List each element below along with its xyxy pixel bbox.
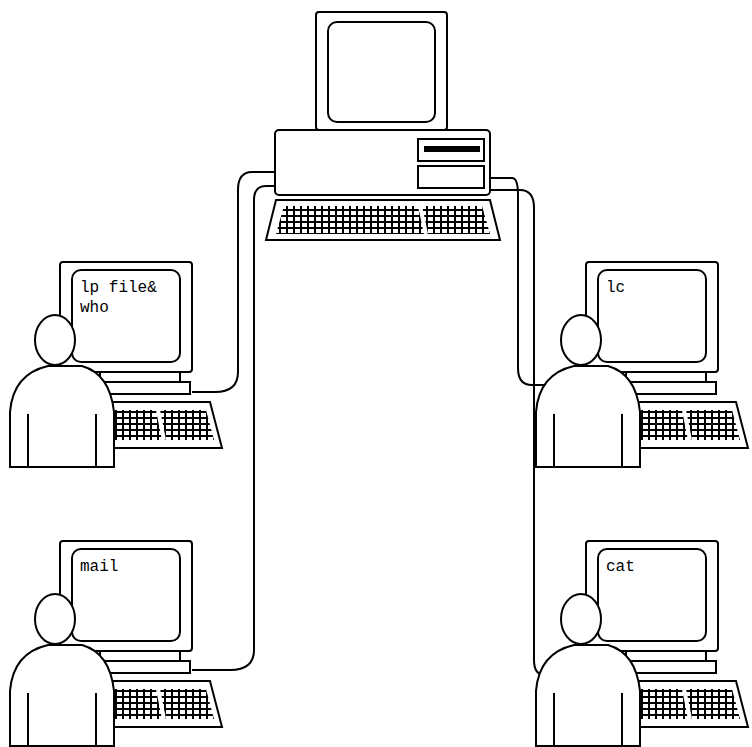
command-text: mail bbox=[80, 557, 180, 577]
terminal-screen: lp file&who bbox=[72, 270, 180, 362]
command-text: lp file& bbox=[80, 278, 180, 298]
user-terminal bbox=[10, 541, 222, 746]
terminal-screen: mail bbox=[72, 549, 180, 641]
terminal-screen: lc bbox=[598, 270, 706, 362]
command-text: lc bbox=[606, 278, 706, 298]
command-text: who bbox=[80, 298, 180, 318]
user-terminal bbox=[536, 541, 748, 746]
command-text: cat bbox=[606, 557, 706, 577]
user-terminal bbox=[10, 262, 222, 467]
cable bbox=[192, 172, 548, 675]
host-computer bbox=[266, 12, 500, 240]
terminal-screen: cat bbox=[598, 549, 706, 641]
user-terminal bbox=[536, 262, 748, 467]
